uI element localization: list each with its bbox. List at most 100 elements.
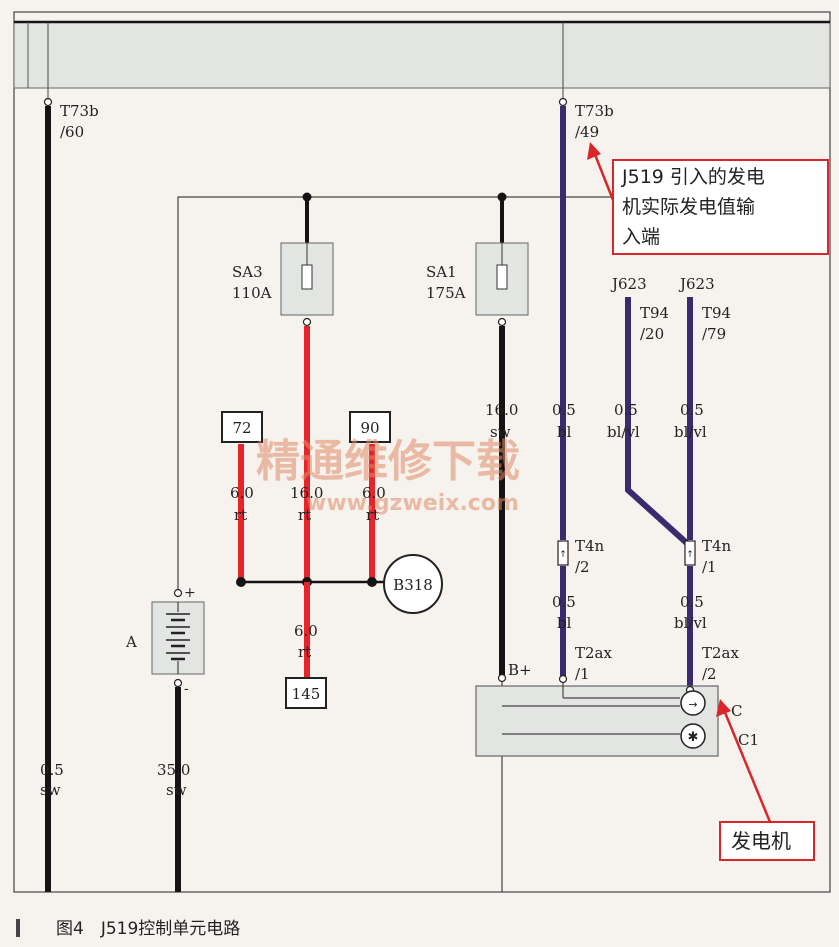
sa1-rating: 175A [426, 284, 466, 302]
connector-t4n-2 [557, 540, 569, 566]
t73b-60-pin: /60 [60, 123, 84, 141]
w-rt-mid-size: 16.0 [290, 484, 323, 502]
regulator-c-glyph: → [688, 698, 697, 711]
j623-a-pin: /20 [640, 325, 664, 343]
t4n-1-pin: /1 [702, 558, 717, 576]
j623-a-conn: T94 [640, 304, 669, 322]
pin-t2ax-1 [558, 674, 568, 684]
w-blvl-low-color: bl/vl [674, 614, 707, 632]
sa3-rating: 110A [232, 284, 272, 302]
t2ax-1-pin: /1 [575, 665, 590, 683]
t4n-1-name: T4n [702, 537, 732, 555]
j623-a-name: J623 [610, 275, 647, 293]
w-blvl-b-color: bl/vl [674, 423, 707, 441]
sa3-name: SA3 [232, 263, 263, 281]
fuse-sa1-out-pin [497, 317, 507, 327]
fuse-sa3-out-pin [302, 317, 312, 327]
battery-plus-pin [173, 588, 183, 598]
battery-minus-pin [173, 678, 183, 688]
battery-minus-sign: - [184, 681, 189, 697]
callout-generator-text: 发电机 [731, 829, 791, 853]
callout-input-line2: 机实际发电值输 [622, 196, 755, 218]
box-72-label: 72 [232, 419, 251, 437]
j623-b-name: J623 [678, 275, 715, 293]
gen-c-label: C [731, 702, 742, 720]
watermark-cn: 精通维修下载 [256, 436, 520, 487]
box-90 [349, 411, 391, 443]
regulator-c-icon [680, 690, 706, 716]
fuse-sa3-icon [301, 264, 313, 290]
t73b-49-pin: /49 [575, 123, 599, 141]
w-battery-size: 35.0 [157, 761, 190, 779]
callout-generator-arrow [722, 709, 772, 823]
w-rt-right-size: 6.0 [362, 484, 386, 502]
w-blvl-b-size: 0.5 [680, 401, 704, 419]
ground-b318 [383, 554, 443, 614]
t4n-2-name: T4n [575, 537, 605, 555]
callout-generator-box [719, 821, 815, 861]
w-bl-low-size: 0.5 [552, 593, 576, 611]
pin-t73b-49 [558, 97, 568, 107]
box-145-label: 145 [292, 685, 321, 703]
junction-right [367, 577, 377, 587]
box-145 [285, 677, 327, 709]
w-rt-left-color: rt [234, 506, 247, 524]
wire-purple-blvl-a [625, 297, 693, 549]
connector-t4n-2-icon: ↑ [559, 550, 567, 560]
w-blvl-a-size: 0.5 [614, 401, 638, 419]
j623-b-conn: T94 [702, 304, 731, 322]
callout-input-arrow [592, 151, 615, 201]
generator-c1-icon [680, 723, 706, 749]
fuse-sa1-icon [496, 264, 508, 290]
gen-bplus-label: B+ [508, 661, 532, 679]
callout-input-arrowhead [587, 142, 601, 160]
wire-thin-horizontal [177, 196, 620, 590]
w-blvl-a-color: bl/vl [607, 423, 640, 441]
top-bus-bar [13, 21, 831, 89]
battery-plus-sign: + [184, 585, 196, 601]
t2ax-2-pin: /2 [702, 665, 717, 683]
callout-input-line3: 入端 [622, 226, 660, 248]
caption-bar [16, 919, 20, 937]
figure-caption: 图4 J519控制单元电路 [56, 919, 240, 939]
battery-label: A [125, 633, 137, 651]
j623-b-pin: /79 [702, 325, 726, 343]
ground-b318-label: B318 [393, 576, 433, 594]
connector-t4n-1 [684, 540, 696, 566]
t73b-49-name: T73b [575, 102, 614, 120]
callout-generator-arrowhead [716, 699, 731, 717]
t4n-2-pin: /2 [575, 558, 590, 576]
t2ax-1-name: T2ax [575, 644, 612, 662]
junction-left [236, 577, 246, 587]
w-rt-right-color: rt [366, 506, 379, 524]
generator-c1-glyph: ✱ [688, 730, 699, 745]
callout-input-line1: J519 引入的发电 [621, 166, 765, 188]
pin-bplus [497, 673, 507, 683]
w-rt-mid-color: rt [298, 506, 311, 524]
w-left-size: 0.5 [40, 761, 64, 779]
t73b-60-name: T73b [60, 102, 99, 120]
w-rt-bottom-size: 6.0 [294, 622, 318, 640]
w-sa1-color: sw [490, 423, 511, 441]
w-sa1-size: 16.0 [485, 401, 518, 419]
connector-t4n-1-icon: ↑ [686, 550, 694, 560]
t2ax-2-name: T2ax [702, 644, 739, 662]
generator-box [475, 685, 719, 757]
w-blvl-low-size: 0.5 [680, 593, 704, 611]
box-90-label: 90 [360, 419, 379, 437]
box-72 [221, 411, 263, 443]
w-bl-top-size: 0.5 [552, 401, 576, 419]
callout-input-box [612, 159, 829, 255]
sa1-name: SA1 [426, 263, 457, 281]
w-rt-left-size: 6.0 [230, 484, 254, 502]
pin-t73b-60 [43, 97, 53, 107]
w-left-color: sw [40, 781, 61, 799]
diagram-frame [13, 11, 831, 893]
w-bl-top-color: bl [557, 423, 572, 441]
w-bl-low-color: bl [557, 614, 572, 632]
battery-icon [166, 602, 190, 674]
w-rt-bottom-color: rt [298, 643, 311, 661]
w-battery-color: sw [166, 781, 187, 799]
